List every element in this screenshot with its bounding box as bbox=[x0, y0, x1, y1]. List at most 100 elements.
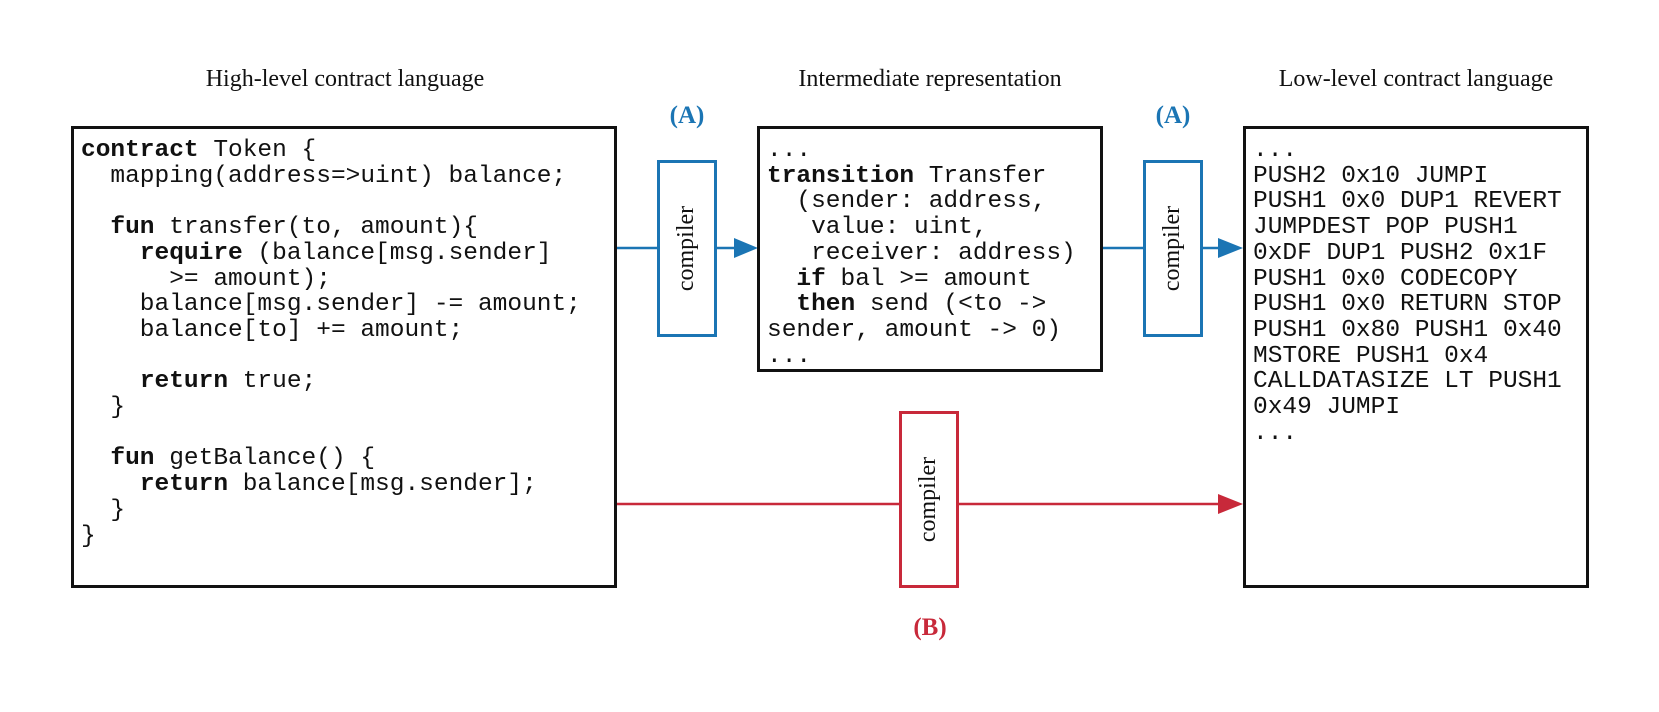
code-text: Token { bbox=[198, 137, 317, 164]
low-level-code-line: MSTORE PUSH1 0x4 bbox=[1253, 342, 1562, 370]
code-keyword: return bbox=[139, 368, 229, 396]
compiler-box-a-first: compiler bbox=[657, 160, 717, 337]
code-text: Transfer bbox=[914, 162, 1047, 190]
low-level-code-line: PUSH1 0x80 PUSH1 0x40 bbox=[1253, 318, 1562, 344]
code-text: } bbox=[81, 496, 126, 524]
high-level-code-line: balance[to] += amount; bbox=[81, 318, 581, 344]
code-keyword: return bbox=[139, 471, 229, 499]
high-level-code-line: } bbox=[81, 395, 581, 421]
compiler-box-a-second: compiler bbox=[1143, 160, 1203, 337]
code-text: >= amount); bbox=[81, 265, 331, 293]
high-level-code-line: balance[msg.sender] -= amount; bbox=[81, 292, 581, 318]
code-text: 0xDF DUP1 PUSH2 0x1F bbox=[1253, 239, 1548, 267]
high-level-code-box: contract Token { mapping(address=>uint) … bbox=[71, 126, 617, 588]
high-level-code-line bbox=[81, 421, 581, 447]
high-level-code-line: } bbox=[81, 522, 581, 550]
code-text: PUSH1 0x0 RETURN STOP bbox=[1253, 291, 1562, 319]
path-label-a-right: (A) bbox=[1155, 102, 1191, 129]
high-level-code-line bbox=[81, 189, 581, 215]
code-keyword: transition bbox=[767, 162, 915, 190]
compiler-label: compiler bbox=[1159, 205, 1186, 292]
code-text: PUSH1 0x0 CODECOPY bbox=[1253, 265, 1518, 293]
path-a-arrowhead-2 bbox=[1218, 238, 1243, 258]
low-level-code-line: 0xDF DUP1 PUSH2 0x1F bbox=[1253, 239, 1562, 267]
high-level-code-line: } bbox=[81, 496, 581, 524]
compiler-label: compiler bbox=[915, 456, 942, 543]
code-text bbox=[81, 214, 110, 241]
high-level-code-line: fun transfer(to, amount){ bbox=[81, 215, 581, 241]
low-level-code-line: PUSH1 0x0 RETURN STOP bbox=[1253, 292, 1562, 318]
code-text: value: uint, bbox=[767, 214, 988, 242]
intermediate-code-line: sender, amount -> 0) bbox=[767, 318, 1076, 344]
code-text bbox=[81, 240, 140, 267]
path-a-arrowhead-1 bbox=[734, 238, 758, 258]
low-level-code-line: PUSH1 0x0 CODECOPY bbox=[1253, 265, 1562, 293]
high-level-code-line: >= amount); bbox=[81, 265, 581, 293]
intermediate-code-line: ... bbox=[767, 138, 1076, 164]
code-text: mapping(address=>uint) balance; bbox=[81, 162, 567, 190]
code-text: true; bbox=[228, 368, 317, 396]
heading-intermediate: Intermediate representation bbox=[798, 66, 1062, 92]
code-text: } bbox=[81, 522, 96, 550]
code-text: sender, amount -> 0) bbox=[767, 316, 1062, 344]
intermediate-code-line: (sender: address, bbox=[767, 189, 1076, 215]
code-text: ... bbox=[1253, 419, 1298, 447]
high-level-code-line bbox=[81, 344, 581, 370]
code-text bbox=[81, 471, 140, 498]
heading-low-level: Low-level contract language bbox=[1278, 66, 1554, 92]
intermediate-code-line: if bal >= amount bbox=[767, 265, 1076, 293]
code-text: PUSH1 0x80 PUSH1 0x40 bbox=[1253, 316, 1562, 344]
high-level-code-line: mapping(address=>uint) balance; bbox=[81, 162, 581, 190]
code-text: bal >= amount bbox=[825, 265, 1032, 293]
intermediate-code-box: ...transition Transfer (sender: address,… bbox=[757, 126, 1103, 372]
heading-high-level: High-level contract language bbox=[205, 66, 485, 92]
code-text bbox=[767, 266, 796, 293]
code-text: 0x49 JUMPI bbox=[1253, 394, 1401, 422]
code-keyword: contract bbox=[81, 137, 199, 164]
low-level-code-line: CALLDATASIZE LT PUSH1 bbox=[1253, 369, 1562, 395]
intermediate-code-line: value: uint, bbox=[767, 215, 1076, 241]
code-text: ... bbox=[1253, 137, 1298, 164]
code-text: balance[to] += amount; bbox=[81, 316, 464, 344]
code-text: ... bbox=[767, 342, 812, 370]
high-level-code-line: return balance[msg.sender]; bbox=[81, 472, 581, 498]
high-level-code-line: fun getBalance() { bbox=[81, 446, 581, 472]
code-text bbox=[81, 445, 110, 472]
code-text: PUSH1 0x0 DUP1 REVERT bbox=[1253, 188, 1562, 216]
low-level-code-line: ... bbox=[1253, 419, 1562, 447]
intermediate-code-line: receiver: address) bbox=[767, 239, 1076, 267]
high-level-code: contract Token { mapping(address=>uint) … bbox=[81, 138, 581, 549]
code-text: MSTORE PUSH1 0x4 bbox=[1253, 342, 1489, 370]
code-keyword: if bbox=[796, 265, 826, 293]
code-text: send (<to -> bbox=[855, 291, 1047, 319]
low-level-code-line: JUMPDEST POP PUSH1 bbox=[1253, 215, 1562, 241]
intermediate-code-line: then send (<to -> bbox=[767, 292, 1076, 318]
code-text: ... bbox=[767, 137, 812, 164]
code-text: CALLDATASIZE LT PUSH1 bbox=[1253, 368, 1562, 396]
code-keyword: require bbox=[139, 239, 243, 267]
code-text: PUSH2 0x10 JUMPI bbox=[1253, 162, 1489, 190]
high-level-code-line: return true; bbox=[81, 369, 581, 395]
code-text: (sender: address, bbox=[767, 188, 1047, 216]
intermediate-code: ...transition Transfer (sender: address,… bbox=[767, 138, 1076, 369]
code-text: transfer(to, amount){ bbox=[154, 214, 478, 242]
code-keyword: fun bbox=[110, 214, 155, 242]
code-text: balance[msg.sender] -= amount; bbox=[81, 291, 581, 319]
path-label-a-left: (A) bbox=[669, 102, 705, 129]
compiler-label: compiler bbox=[673, 205, 700, 292]
code-text: receiver: address) bbox=[767, 239, 1076, 267]
code-text: getBalance() { bbox=[154, 445, 376, 473]
high-level-code-line: require (balance[msg.sender] bbox=[81, 239, 581, 267]
high-level-code-line: contract Token { bbox=[81, 138, 581, 164]
low-level-code-line: ... bbox=[1253, 138, 1562, 164]
code-text: balance[msg.sender]; bbox=[228, 471, 537, 499]
code-keyword: fun bbox=[110, 445, 155, 473]
intermediate-code-line: ... bbox=[767, 342, 1076, 370]
intermediate-code-line: transition Transfer bbox=[767, 162, 1076, 190]
low-level-code-line: 0x49 JUMPI bbox=[1253, 395, 1562, 421]
code-text bbox=[81, 368, 140, 395]
path-b-arrowhead bbox=[1218, 494, 1243, 514]
